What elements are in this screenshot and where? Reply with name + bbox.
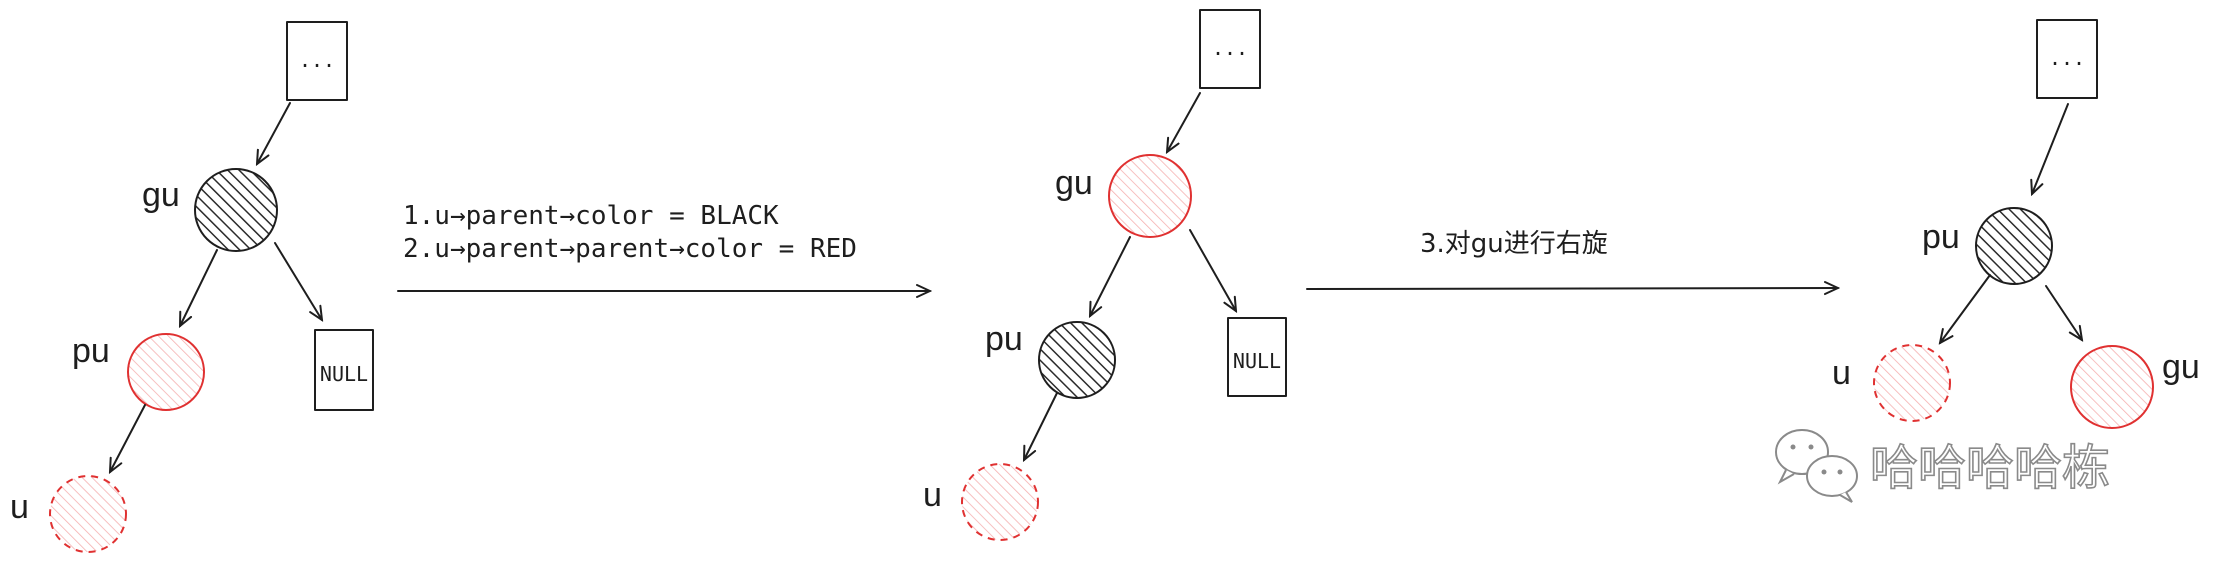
edge-gu-to-null [1189, 229, 1236, 311]
top-box: ... [286, 21, 348, 101]
top-box-label: ... [2049, 46, 2085, 70]
edge-pu-to-gu [2045, 285, 2082, 340]
stage-1: ... gu pu NULL u [10, 21, 374, 553]
stage-2: ... gu pu NULL u [923, 9, 1287, 541]
top-box-label: ... [299, 48, 335, 72]
node-u-red [961, 463, 1039, 541]
node-pu-black [1975, 207, 2053, 285]
node-pu-label: pu [1922, 218, 1960, 256]
step2-label: 3.对gu进行右旋 [1420, 229, 1608, 259]
edge-pu-to-u [110, 404, 146, 472]
edge-gu-to-pu [1090, 236, 1131, 316]
wechat-icon [1775, 429, 1858, 503]
node-u-red [49, 475, 127, 553]
node-u-red [1873, 344, 1951, 422]
edge-gu-to-pu [180, 249, 218, 326]
node-pu-label: pu [985, 320, 1023, 358]
null-box: NULL [314, 329, 374, 411]
node-pu-label: pu [72, 332, 110, 370]
node-gu-label: gu [2162, 348, 2200, 386]
step1-line1: 1.u→parent→color = BLACK [403, 201, 779, 231]
transition-1: 1.u→parent→color = BLACK 2.u→parent→pare… [397, 201, 930, 291]
edge-top-to-pu [2032, 103, 2069, 194]
null-box-label: NULL [320, 362, 368, 386]
top-box: ... [2036, 19, 2098, 99]
node-gu-label: gu [142, 176, 180, 214]
edge-pu-to-u [1024, 392, 1058, 460]
node-pu-red [127, 333, 205, 411]
node-u-label: u [1832, 354, 1851, 392]
top-box: ... [1199, 9, 1261, 89]
null-box: NULL [1227, 317, 1287, 397]
top-box-label: ... [1212, 36, 1248, 60]
node-gu-label: gu [1055, 164, 1093, 202]
watermark: 哈哈哈哈栋 [1775, 429, 2111, 503]
node-gu-red [1108, 154, 1192, 238]
transition-2: 3.对gu进行右旋 [1306, 229, 1838, 289]
node-u-label: u [923, 476, 942, 514]
transition-2-arrow [1306, 288, 1838, 289]
null-box-label: NULL [1233, 349, 1281, 373]
edge-top-to-gu [257, 102, 291, 164]
edge-gu-to-null [274, 242, 322, 320]
node-pu-black [1038, 321, 1116, 399]
step1-line2: 2.u→parent→parent→color = RED [403, 234, 857, 264]
edge-pu-to-u [1940, 274, 1991, 343]
node-gu-black [194, 168, 278, 252]
node-u-label: u [10, 488, 29, 526]
watermark-text: 哈哈哈哈栋 [1870, 440, 2110, 496]
stage-3: ... pu u gu [1832, 19, 2200, 429]
edge-top-to-gu [1167, 92, 1201, 152]
node-gu-red [2070, 345, 2154, 429]
